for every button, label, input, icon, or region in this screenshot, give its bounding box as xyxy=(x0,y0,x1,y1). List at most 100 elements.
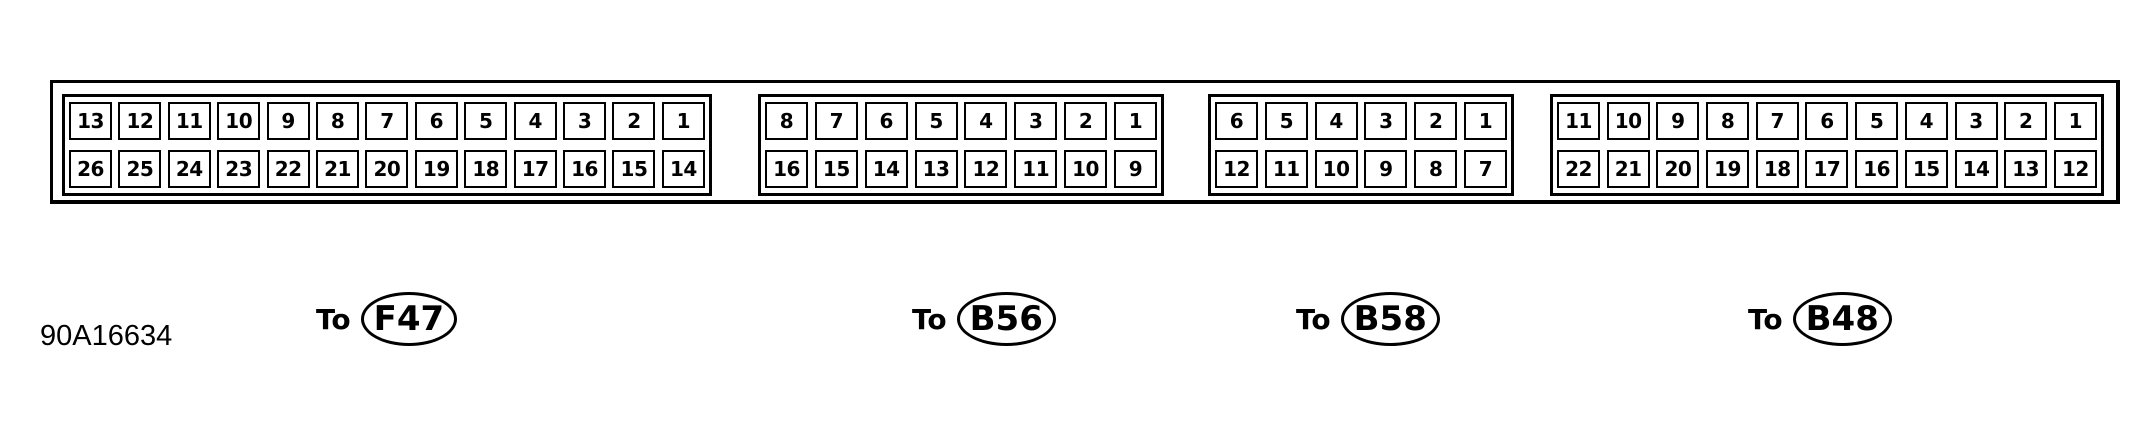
pin-cell: 18 xyxy=(464,150,508,188)
connector-f47: 13 12 11 10 9 8 7 6 5 4 3 2 1 26 25 24 2… xyxy=(62,94,712,196)
pin-cell: 15 xyxy=(814,150,858,188)
pin-cell: 17 xyxy=(1805,150,1849,188)
connector-b58-top-row: 6 5 4 3 2 1 xyxy=(1211,97,1511,145)
pin-cell: 3 xyxy=(563,102,607,140)
pin-cell: 24 xyxy=(167,150,211,188)
pin-cell: 10 xyxy=(217,102,261,140)
pin-cell: 8 xyxy=(1414,150,1458,188)
connector-f47-top-row: 13 12 11 10 9 8 7 6 5 4 3 2 1 xyxy=(65,97,709,145)
connector-b56-top-row: 8 7 6 5 4 3 2 1 xyxy=(761,97,1161,145)
pin-cell: 14 xyxy=(864,150,908,188)
connector-code-badge: B56 xyxy=(956,292,1056,346)
pin-cell: 26 xyxy=(69,150,112,188)
pin-cell: 13 xyxy=(2004,150,2048,188)
pin-cell: 7 xyxy=(1463,150,1507,188)
pin-cell: 13 xyxy=(69,102,112,140)
pin-cell: 20 xyxy=(365,150,409,188)
pin-cell: 8 xyxy=(1706,102,1750,140)
pin-cell: 1 xyxy=(1113,102,1157,140)
pin-cell: 10 xyxy=(1314,150,1358,188)
pin-cell: 4 xyxy=(1904,102,1948,140)
label-to-b58: To B58 xyxy=(1296,292,1440,346)
pin-cell: 12 xyxy=(118,102,162,140)
pin-cell: 20 xyxy=(1656,150,1700,188)
label-to-text: To xyxy=(912,302,947,336)
pin-cell: 8 xyxy=(316,102,360,140)
pin-cell: 4 xyxy=(1314,102,1358,140)
label-to-text: To xyxy=(1748,302,1783,336)
pin-cell: 2 xyxy=(1414,102,1458,140)
pin-cell: 19 xyxy=(414,150,458,188)
pin-cell: 4 xyxy=(964,102,1008,140)
connector-b58: 6 5 4 3 2 1 12 11 10 9 8 7 xyxy=(1208,94,1514,196)
pin-cell: 16 xyxy=(563,150,607,188)
connector-b56: 8 7 6 5 4 3 2 1 16 15 14 13 12 11 10 9 xyxy=(758,94,1164,196)
pin-cell: 6 xyxy=(414,102,458,140)
pin-cell: 7 xyxy=(1755,102,1799,140)
pin-cell: 1 xyxy=(661,102,705,140)
pin-cell: 8 xyxy=(765,102,808,140)
pin-cell: 19 xyxy=(1706,150,1750,188)
pin-cell: 9 xyxy=(1364,150,1408,188)
pin-cell: 5 xyxy=(914,102,958,140)
connector-b58-bottom-row: 12 11 10 9 8 7 xyxy=(1211,145,1511,193)
pin-cell: 11 xyxy=(1557,102,1600,140)
pin-cell: 14 xyxy=(1954,150,1998,188)
pin-cell: 1 xyxy=(2053,102,2097,140)
pin-cell: 2 xyxy=(2004,102,2048,140)
pin-cell: 3 xyxy=(1014,102,1058,140)
pin-cell: 21 xyxy=(1606,150,1650,188)
connector-f47-bottom-row: 26 25 24 23 22 21 20 19 18 17 16 15 14 xyxy=(65,145,709,193)
pin-cell: 12 xyxy=(1215,150,1258,188)
diagram-reference-code: 90A16634 xyxy=(40,320,173,352)
connector-code-badge: F47 xyxy=(360,292,458,346)
pin-cell: 15 xyxy=(1904,150,1948,188)
pin-cell: 14 xyxy=(661,150,705,188)
connector-b48: 11 10 9 8 7 6 5 4 3 2 1 22 21 20 19 18 1… xyxy=(1550,94,2104,196)
pin-cell: 5 xyxy=(1264,102,1308,140)
connector-code-badge: B58 xyxy=(1340,292,1440,346)
pin-cell: 7 xyxy=(814,102,858,140)
pin-cell: 22 xyxy=(266,150,310,188)
pin-cell: 2 xyxy=(1064,102,1108,140)
pin-cell: 13 xyxy=(914,150,958,188)
pin-cell: 12 xyxy=(2053,150,2097,188)
pin-cell: 9 xyxy=(1113,150,1157,188)
pin-cell: 21 xyxy=(316,150,360,188)
pin-cell: 10 xyxy=(1064,150,1108,188)
pin-cell: 6 xyxy=(1215,102,1258,140)
label-to-b56: To B56 xyxy=(912,292,1056,346)
pin-cell: 15 xyxy=(612,150,656,188)
pin-cell: 9 xyxy=(266,102,310,140)
pin-cell: 10 xyxy=(1606,102,1650,140)
connector-b48-bottom-row: 22 21 20 19 18 17 16 15 14 13 12 xyxy=(1553,145,2101,193)
pin-cell: 5 xyxy=(464,102,508,140)
pin-cell: 3 xyxy=(1954,102,1998,140)
pin-cell: 22 xyxy=(1557,150,1600,188)
pin-cell: 9 xyxy=(1656,102,1700,140)
pin-cell: 11 xyxy=(167,102,211,140)
label-to-text: To xyxy=(1296,302,1331,336)
pin-cell: 16 xyxy=(1855,150,1899,188)
pin-cell: 11 xyxy=(1264,150,1308,188)
label-to-f47: To F47 xyxy=(316,292,458,346)
pin-cell: 3 xyxy=(1364,102,1408,140)
pin-cell: 4 xyxy=(513,102,557,140)
pin-cell: 6 xyxy=(1805,102,1849,140)
pin-cell: 17 xyxy=(513,150,557,188)
pin-cell: 18 xyxy=(1755,150,1799,188)
pin-cell: 2 xyxy=(612,102,656,140)
connector-code-badge: B48 xyxy=(1792,292,1892,346)
pin-cell: 1 xyxy=(1463,102,1507,140)
pin-cell: 16 xyxy=(765,150,808,188)
pin-cell: 23 xyxy=(217,150,261,188)
label-to-text: To xyxy=(316,302,351,336)
pin-cell: 7 xyxy=(365,102,409,140)
connector-b48-top-row: 11 10 9 8 7 6 5 4 3 2 1 xyxy=(1553,97,2101,145)
label-to-b48: To B48 xyxy=(1748,292,1892,346)
pin-cell: 25 xyxy=(118,150,162,188)
pin-cell: 11 xyxy=(1014,150,1058,188)
pin-cell: 12 xyxy=(964,150,1008,188)
pin-cell: 6 xyxy=(864,102,908,140)
pin-cell: 5 xyxy=(1855,102,1899,140)
